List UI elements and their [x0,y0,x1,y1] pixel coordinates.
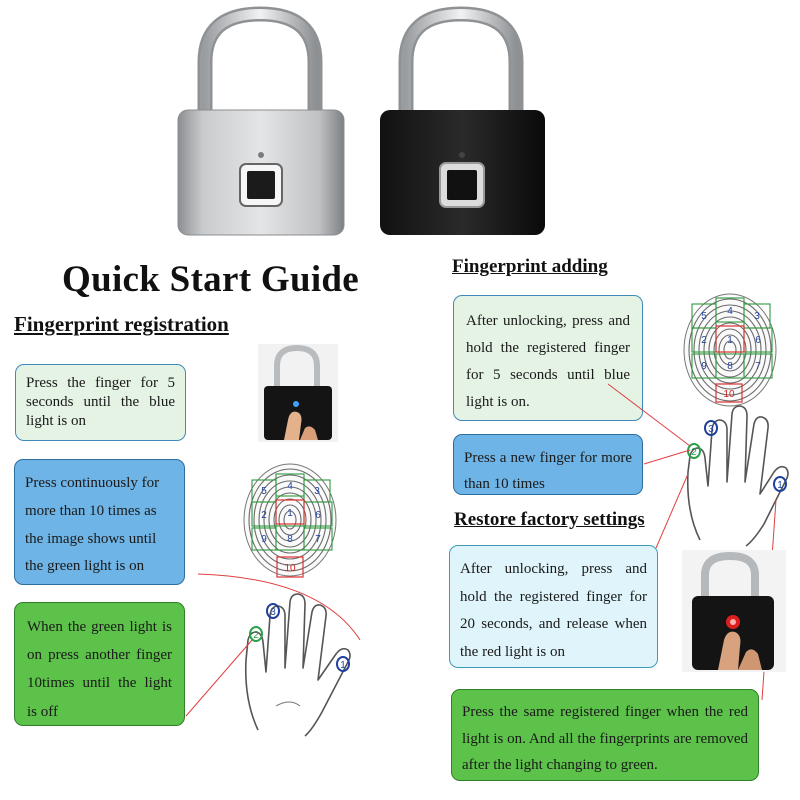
svg-text:1: 1 [777,480,783,491]
svg-text:3: 3 [754,311,760,322]
svg-text:3: 3 [314,486,320,497]
registration-step-3-text: When the green light is on press another… [27,619,172,720]
restore-step-1-text: After unlocking, press and hold the regi… [460,561,647,660]
registration-step-1: Press the finger for 5 seconds until the… [15,364,186,441]
registration-step-3: When the green light is on press another… [14,602,185,726]
padlock-black-icon [380,6,545,235]
finger-marker-1 [336,656,350,672]
registration-step-2-text: Press continuously for more than 10 time… [25,475,160,575]
svg-text:4: 4 [287,481,293,492]
svg-text:6: 6 [315,510,321,521]
svg-text:1: 1 [287,508,293,519]
page-title: Quick Start Guide [62,259,360,300]
registration-step-2: Press continuously for more than 10 time… [14,459,185,585]
adding-step-1: After unlocking, press and hold the regi… [453,295,643,421]
svg-text:2: 2 [253,630,259,641]
finger-marker-3 [266,603,280,619]
finger-marker-2 [249,626,263,642]
svg-text:10: 10 [284,563,296,574]
svg-text:7: 7 [315,534,321,545]
restore-step-2: Press the same registered finger when th… [451,689,759,781]
section-heading-registration: Fingerprint registration [14,312,229,336]
svg-text:2: 2 [701,335,707,346]
svg-text:9: 9 [701,361,707,372]
svg-text:8: 8 [727,361,733,372]
svg-text:9: 9 [261,534,267,545]
section-heading-restore: Restore factory settings [454,509,645,530]
restore-step-1: After unlocking, press and hold the regi… [449,545,658,668]
svg-text:5: 5 [701,311,707,322]
svg-text:2: 2 [691,447,697,458]
svg-text:10: 10 [723,389,735,400]
svg-text:3: 3 [708,424,714,435]
restore-step-2-text: Press the same registered finger when th… [462,704,748,774]
adding-step-2-text: Press a new finger for more than 10 time… [464,450,632,493]
svg-text:2: 2 [261,510,267,521]
section-heading-adding: Fingerprint adding [452,256,608,277]
registration-step-1-text: Press the finger for 5 seconds until the… [26,375,175,430]
svg-text:5: 5 [261,486,267,497]
svg-text:1: 1 [727,335,733,346]
svg-text:3: 3 [270,607,276,618]
svg-text:1: 1 [340,660,346,671]
svg-text:7: 7 [755,361,761,372]
padlock-silver-icon [177,6,345,236]
adding-step-1-text: After unlocking, press and hold the regi… [466,313,630,410]
svg-text:8: 8 [287,534,293,545]
adding-step-2: Press a new finger for more than 10 time… [453,434,643,495]
svg-text:6: 6 [755,335,761,346]
svg-text:4: 4 [727,306,733,317]
